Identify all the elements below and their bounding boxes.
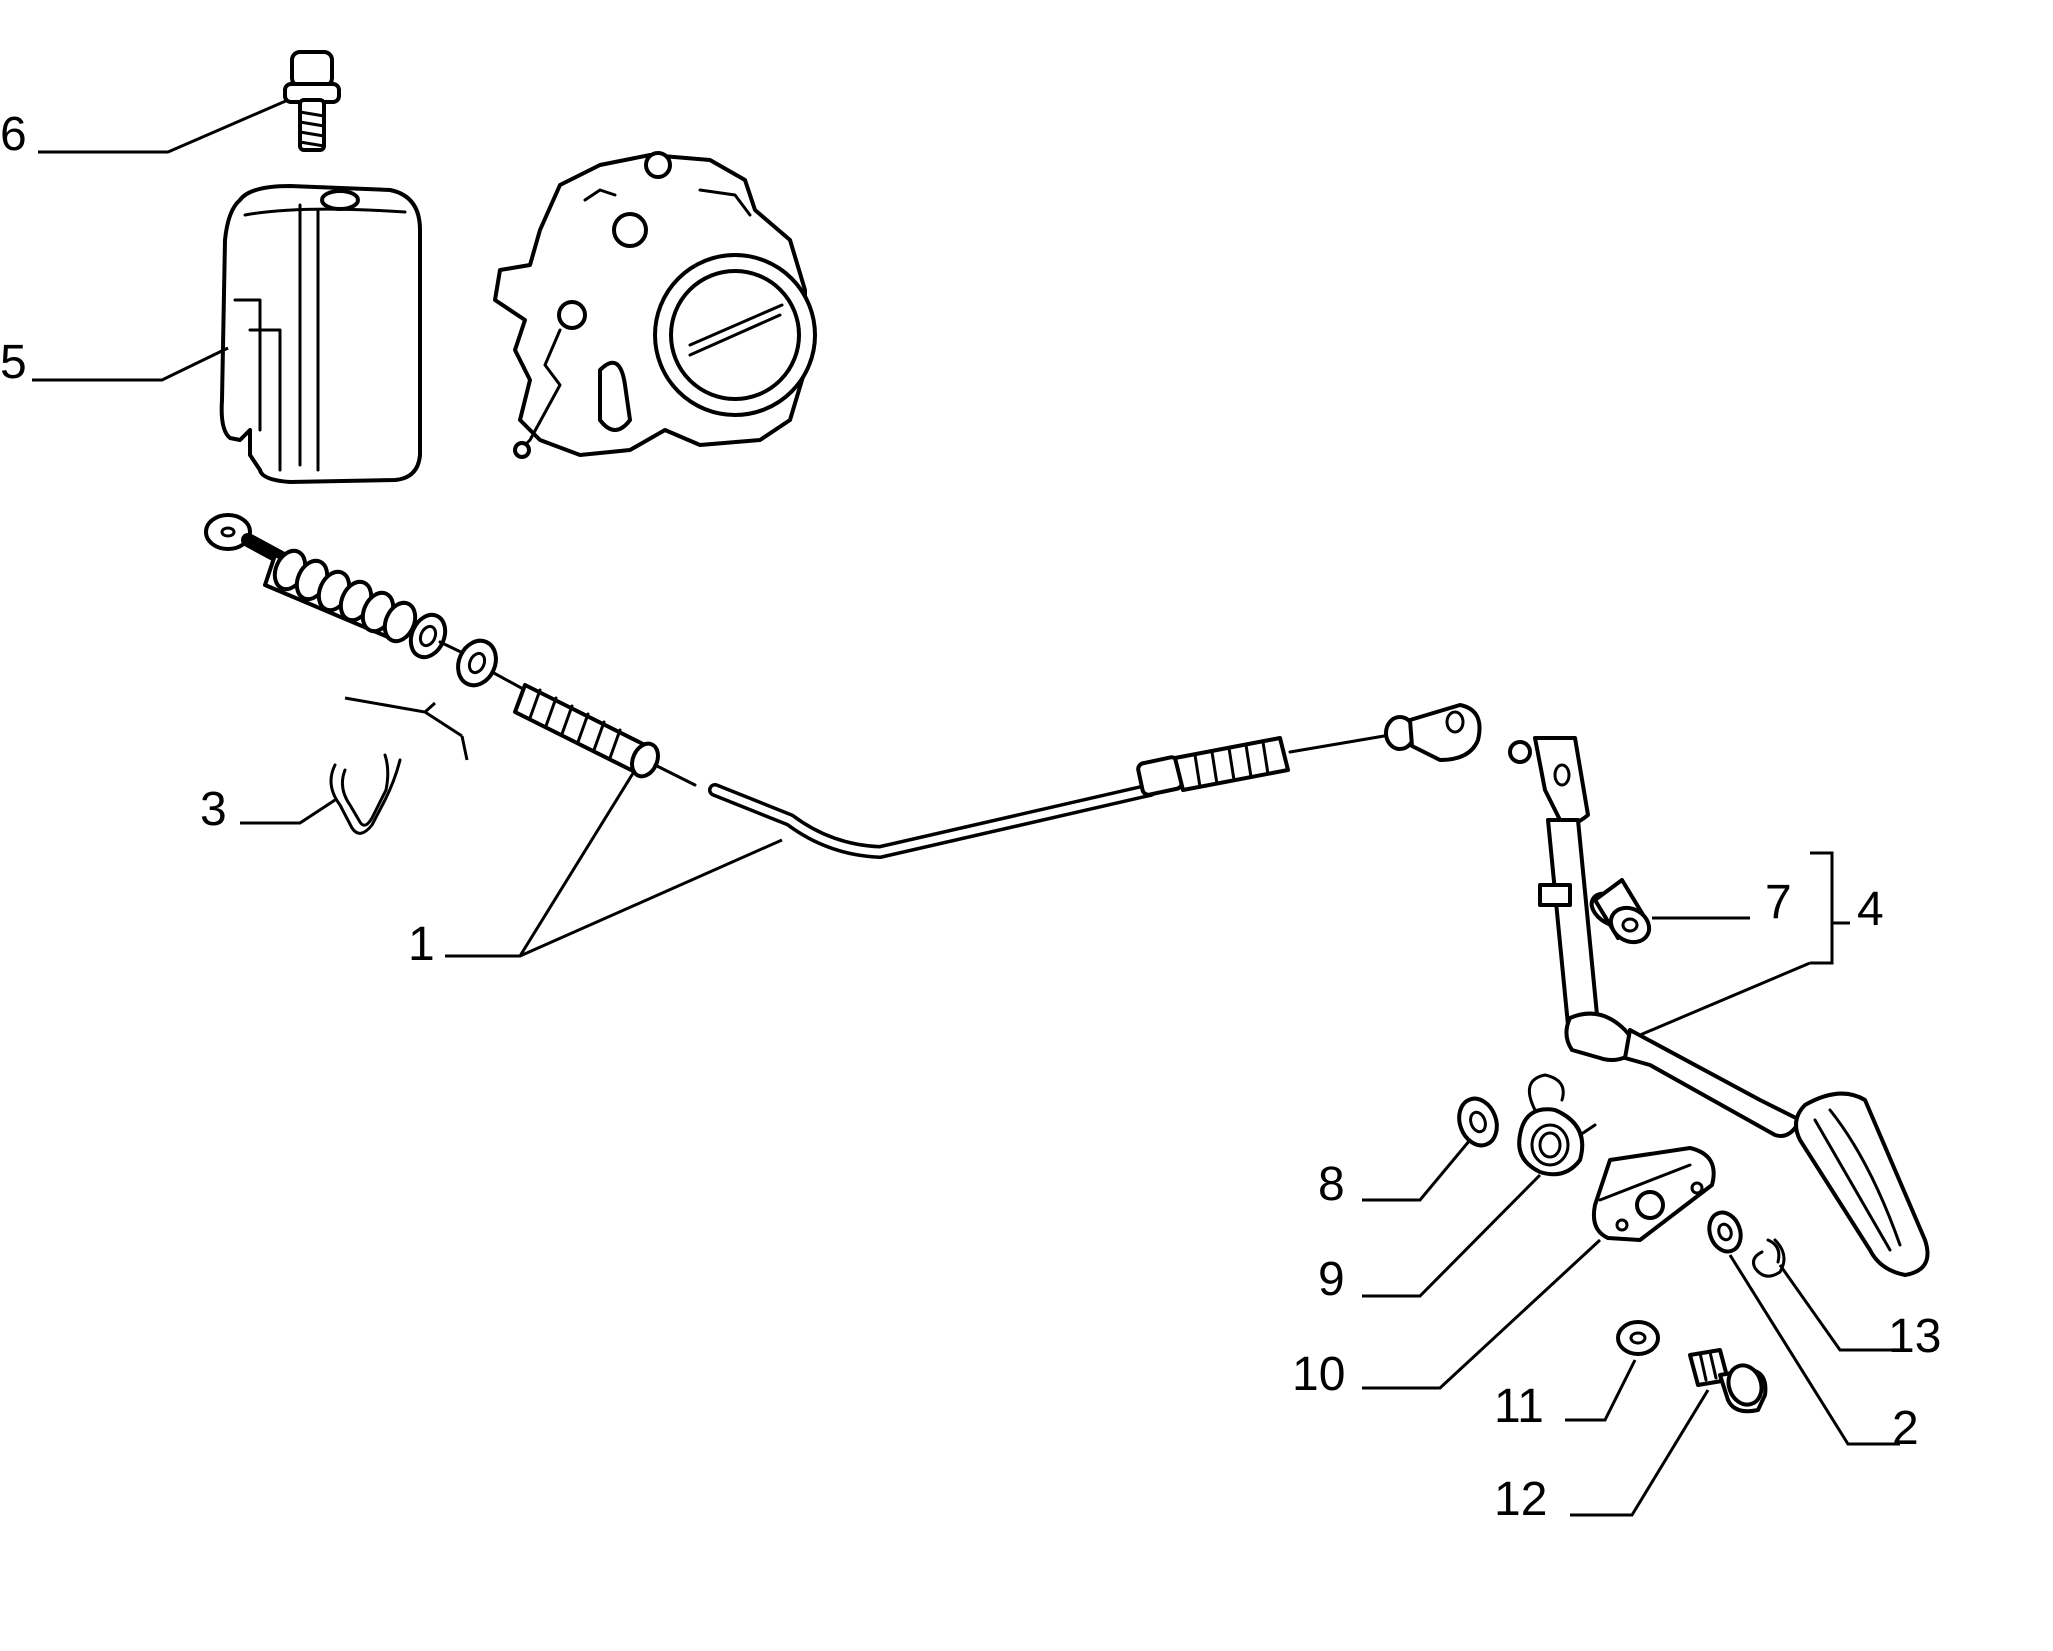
part-9-spring <box>1517 1073 1597 1177</box>
part-1-accelerator-cable <box>204 513 1482 859</box>
part-8-washer <box>1457 1096 1499 1148</box>
leader-8 <box>1362 1139 1472 1202</box>
part-6-bolt <box>283 50 341 152</box>
callout-labels: 6 5 3 1 7 4 8 9 10 13 11 2 12 <box>0 108 1941 1526</box>
callout-6: 6 <box>0 108 27 161</box>
callout-7: 7 <box>1765 876 1792 929</box>
throttle-body <box>493 151 817 459</box>
leader-2 <box>1728 1254 1900 1446</box>
part-10-bracket <box>1591 1146 1716 1242</box>
leader-11 <box>1565 1359 1637 1422</box>
callout-13: 13 <box>1888 1310 1941 1363</box>
cable-middle-sleeve <box>513 683 660 779</box>
part-3-clip <box>329 696 469 835</box>
leader-12 <box>1570 1389 1710 1517</box>
callout-2: 2 <box>1892 1402 1919 1455</box>
leader-lines <box>32 98 1900 1517</box>
leader-13 <box>1778 1264 1895 1352</box>
callout-3: 3 <box>200 783 227 836</box>
part-7-bushing <box>1589 878 1652 945</box>
leader-5 <box>32 346 229 382</box>
leader-3 <box>240 798 336 825</box>
leader-6 <box>38 98 289 154</box>
callout-9: 9 <box>1318 1253 1345 1306</box>
callout-12: 12 <box>1494 1473 1547 1526</box>
leader-4 <box>1639 961 1811 1037</box>
callout-10: 10 <box>1292 1348 1345 1401</box>
part-12-bolt <box>1688 1348 1768 1414</box>
part-11-washer <box>1616 1320 1660 1356</box>
callout-5: 5 <box>0 336 27 389</box>
cable-left-ferrule <box>263 548 448 660</box>
cable-right-ferrule <box>1136 736 1290 797</box>
leader-10 <box>1362 1238 1602 1390</box>
leader-bracket-7-4 <box>1810 851 1850 965</box>
part-13-circlip <box>1752 1238 1786 1278</box>
callout-4: 4 <box>1857 883 1884 936</box>
part-5-cover <box>219 184 422 484</box>
callout-1: 1 <box>408 918 435 971</box>
part-2-washer <box>1707 1210 1743 1254</box>
callout-11: 11 <box>1494 1380 1544 1433</box>
part-4-pedal-lever <box>1508 736 1930 1277</box>
leader-9 <box>1362 1173 1542 1298</box>
leader-1 <box>445 769 783 958</box>
callout-8: 8 <box>1318 1158 1345 1211</box>
